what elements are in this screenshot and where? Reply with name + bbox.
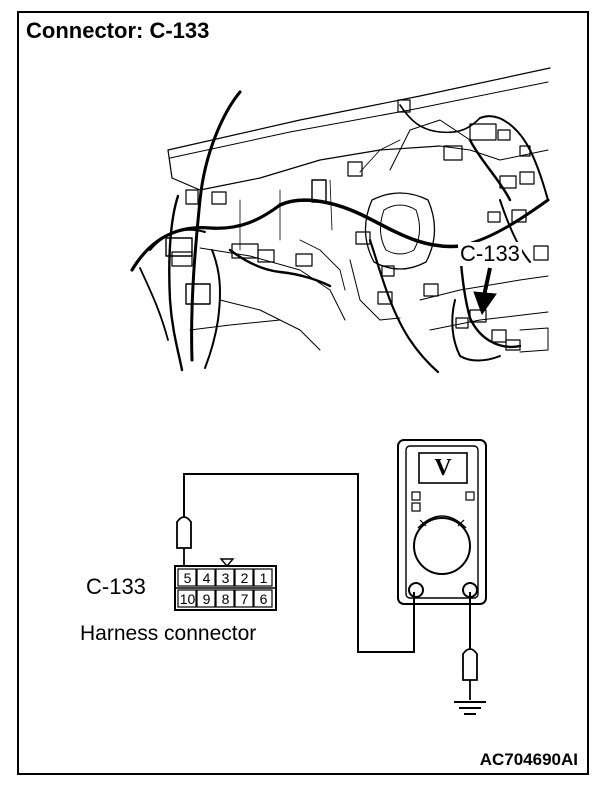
figure-frame [17, 11, 589, 775]
pin-label: 8 [221, 591, 230, 607]
harness-connector-caption: Harness connector [80, 622, 257, 645]
connector-location-callout: C-133 [458, 241, 522, 266]
pin-label: 6 [259, 591, 268, 607]
ground-probe [462, 648, 478, 700]
connector-id-label: C-133 [86, 574, 146, 599]
dashboard-illustration [130, 67, 551, 374]
pin-label: 5 [183, 570, 192, 586]
harness-connector-outline [174, 558, 277, 611]
ground-symbol-icon [454, 701, 486, 715]
figure-code: AC704690AI [479, 750, 578, 769]
meter-display-symbol: V [434, 455, 452, 481]
pin-label: 9 [202, 591, 211, 607]
multimeter [397, 439, 487, 605]
pin-label: 4 [202, 570, 211, 586]
connector-probe [176, 516, 192, 566]
callout-arrow [473, 267, 497, 316]
pin-label: 1 [259, 570, 268, 586]
test-leads [183, 473, 471, 653]
pin-label: 10 [179, 591, 196, 607]
pin-label: 2 [240, 570, 249, 586]
pin-label: 3 [221, 570, 230, 586]
connector-pin-grid [177, 568, 273, 608]
figure-title: Connector: C-133 [26, 18, 210, 43]
pin-label: 7 [240, 591, 249, 607]
